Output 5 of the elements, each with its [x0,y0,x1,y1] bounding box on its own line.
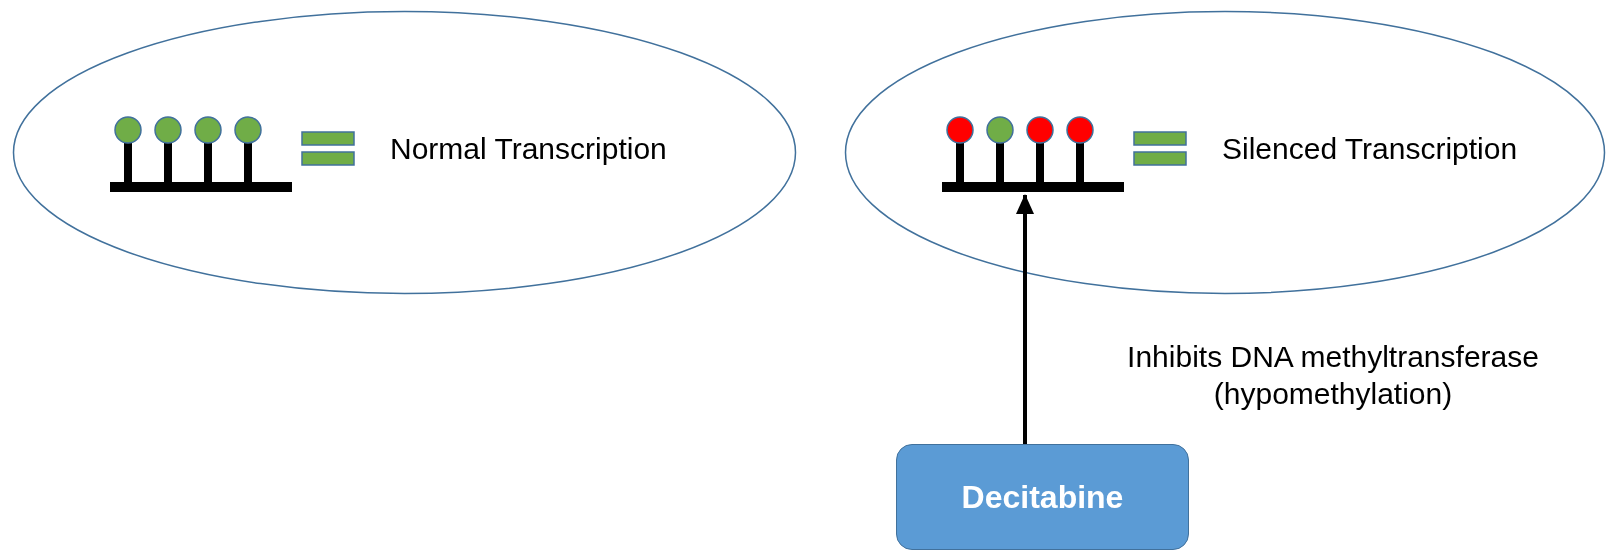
edge-label: Inhibits DNA methyltransferase (hypomethylation) [1126,339,1540,412]
drug-box: Decitabine [896,444,1189,550]
outcome-text: Normal Transcription [390,132,667,166]
arrow [1016,194,1034,444]
outcome-text: Silenced Transcription [1222,132,1518,166]
